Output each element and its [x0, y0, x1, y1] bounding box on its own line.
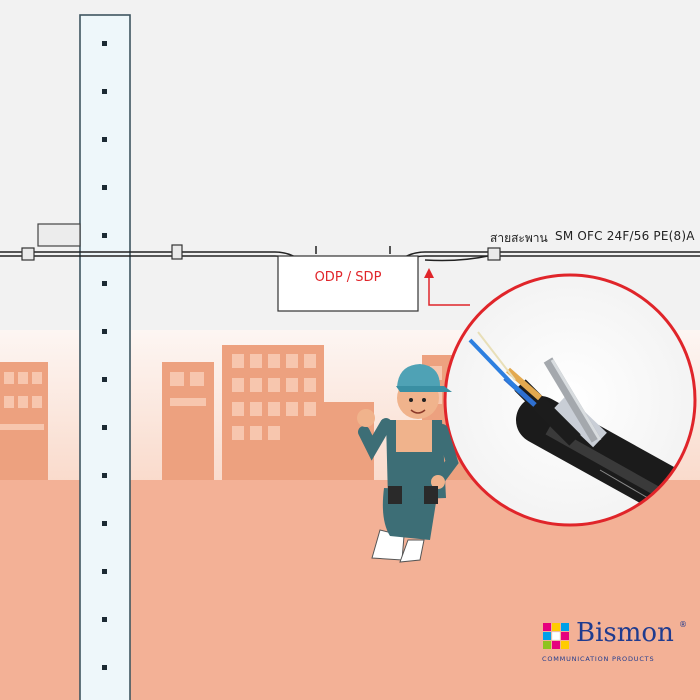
- odp-sdp-box: [277, 255, 419, 312]
- technician-cap: [397, 364, 440, 388]
- cable-clamps: [21, 244, 501, 261]
- odp-sdp-label: ODP / SDP: [314, 270, 382, 285]
- utility-pole: [79, 14, 131, 700]
- pole-hardware-box: [37, 223, 81, 247]
- brand-name: Bismon: [576, 618, 674, 648]
- technician-character: [357, 364, 459, 563]
- tool-pouch-right: [424, 486, 438, 504]
- brand-registered-mark: ®: [679, 620, 687, 629]
- building-mid: [162, 362, 214, 480]
- pointer-arrow: [428, 275, 470, 306]
- callout-ring: [443, 273, 697, 527]
- brand-tagline: COMMUNICATION PRODUCTS: [542, 655, 655, 663]
- cable-name-thai-label: สายสะพาน: [490, 231, 548, 245]
- thumbs-up-hand: [357, 409, 375, 427]
- bismon-logo-icon: [543, 623, 569, 649]
- cable-spec-label: SM OFC 24F/56 PE(8)A: [555, 229, 695, 243]
- tool-pouch-left: [388, 486, 402, 504]
